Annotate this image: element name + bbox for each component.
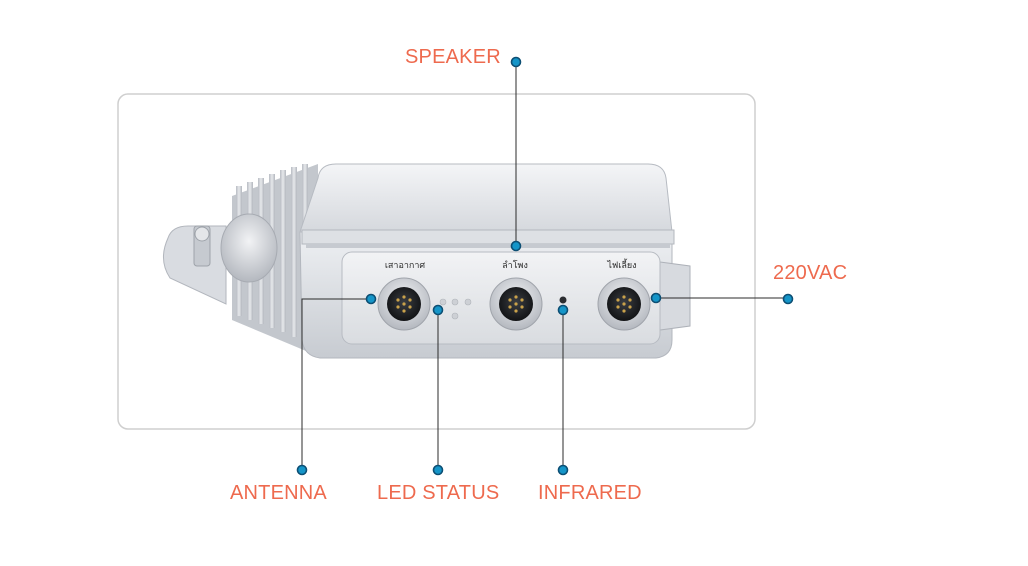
bracket-bolt-head — [194, 226, 210, 242]
port-label-power: ไฟเลี้ยง — [606, 258, 636, 271]
speaker-label: SPEAKER — [405, 46, 501, 68]
port-label-antenna: เสาอากาศ — [385, 261, 426, 271]
enclosure-lid — [299, 163, 673, 233]
image-frame — [117, 93, 756, 430]
power-inlet-block — [659, 261, 691, 331]
marker-dots — [296, 56, 794, 476]
port-label-speaker: ลำโพง — [502, 260, 528, 271]
antenna-end-dot-icon — [296, 464, 308, 476]
enclosure-device: เสาอากาศ ลำโพง ไฟเลี้ยง — [163, 163, 691, 359]
side-cable-cap — [220, 213, 278, 283]
speaker-dot-icon — [510, 240, 522, 252]
antenna-connector — [377, 277, 431, 331]
led-dot-icon — [432, 304, 444, 316]
speaker-connector — [489, 277, 543, 331]
led-end-dot-icon — [432, 464, 444, 476]
lid-seam — [301, 229, 675, 245]
infrared-label: INFRARED — [538, 482, 642, 504]
led-indicators — [439, 298, 472, 320]
antenna-leader — [301, 298, 371, 470]
infrared-sensor — [559, 296, 567, 304]
infrared-dot-icon — [557, 304, 569, 316]
power-connector — [597, 277, 651, 331]
antenna-label: ANTENNA — [230, 482, 327, 504]
speaker-top-dot-icon — [510, 56, 522, 68]
antenna-dot-icon — [365, 293, 377, 305]
power-220vac-label: 220VAC — [773, 262, 848, 284]
power-dot-icon — [650, 292, 662, 304]
infrared-end-dot-icon — [557, 464, 569, 476]
power-end-dot-icon — [782, 293, 794, 305]
led-status-label: LED STATUS — [377, 482, 500, 504]
